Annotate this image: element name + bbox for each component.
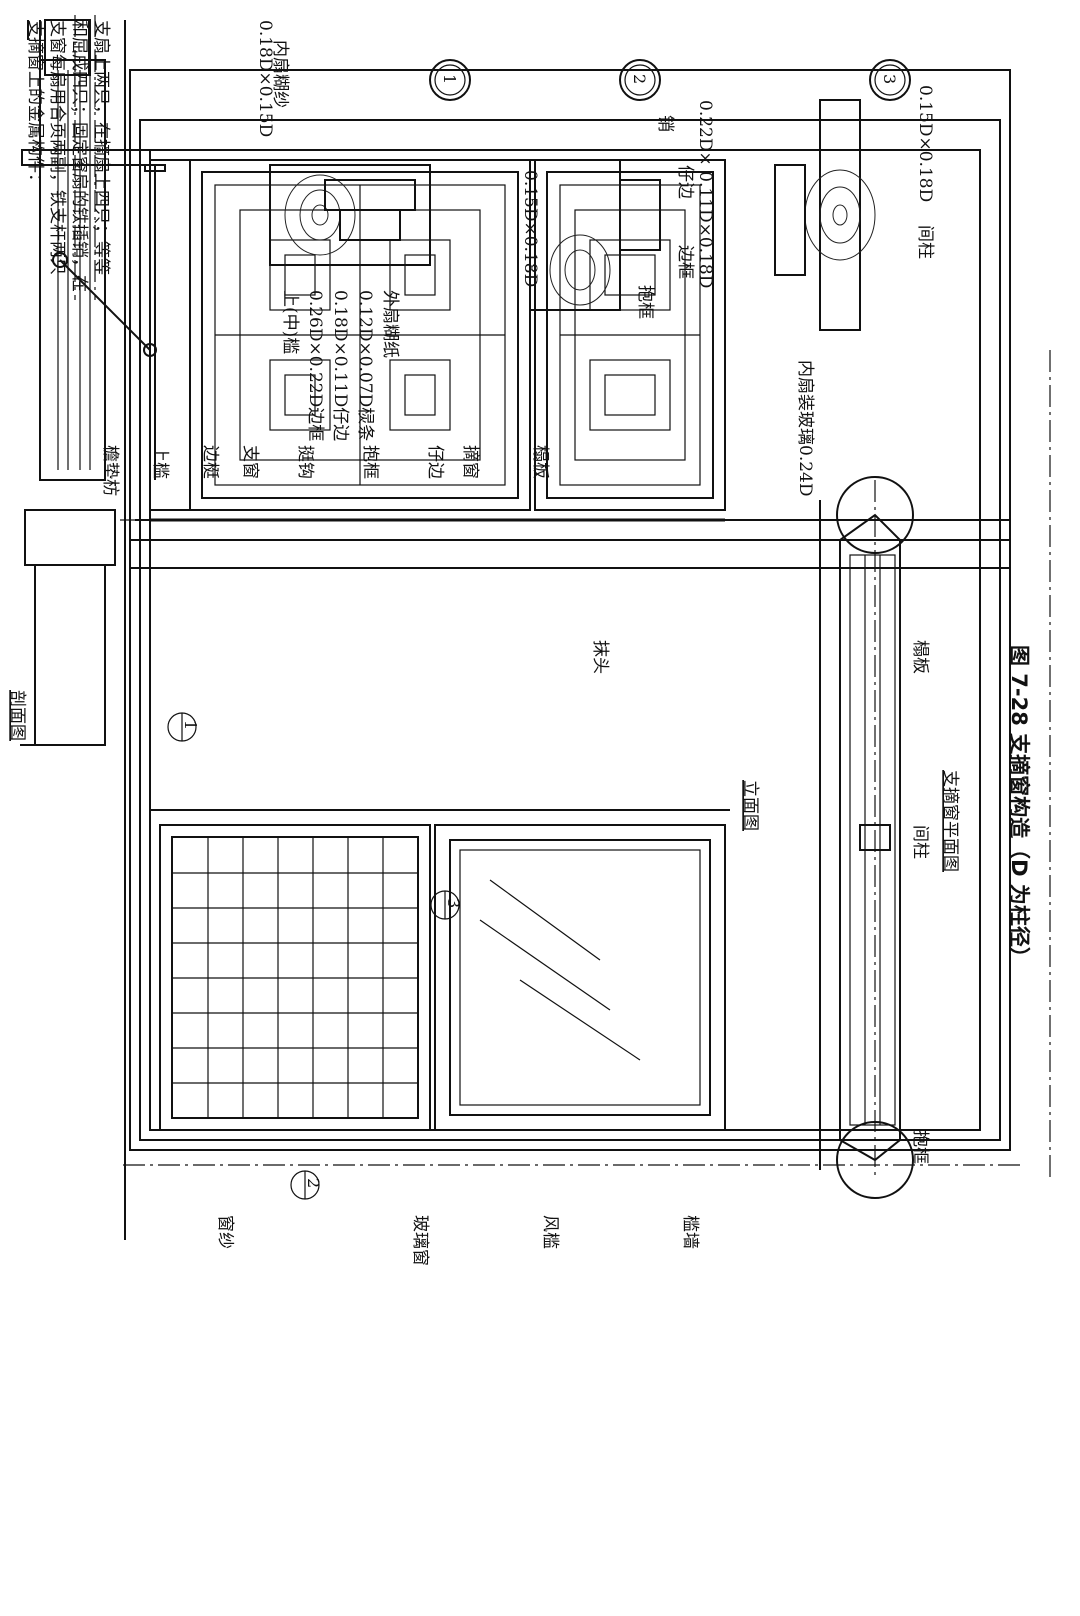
label-bianting: 边梃	[200, 445, 220, 479]
label-zhichuang: 支窗	[240, 445, 260, 479]
upper-pane-right	[149, 159, 191, 511]
plan-label-taban: 榻板	[910, 640, 930, 674]
section-marker-1: 1	[167, 712, 200, 742]
label-taban: 榻板	[530, 445, 550, 479]
plan-title: 支摘窗平面图	[940, 770, 960, 872]
label-shangkan: 上槛	[150, 445, 170, 479]
detail-2-l4: 0.22D× 0.11D×0.18D	[695, 100, 715, 288]
section-marker-2: 2	[290, 1170, 323, 1200]
detail-3-l2: 内扇装玻璃0.24D	[795, 360, 815, 496]
detail-3-l0: 0.15D×0.18D	[915, 85, 935, 202]
label-chuangsha: 窗纱	[215, 1215, 235, 1249]
figure-caption: 图 7-28 支摘窗构造（D 为柱径）	[1007, 645, 1031, 968]
detail-3-l1: 间柱	[915, 225, 935, 259]
label-zibian: 仔边	[425, 445, 445, 479]
label-bolichuang: 玻璃窗	[410, 1215, 430, 1266]
section-title: 剖面图	[7, 690, 27, 741]
label-kanqiang: 槛墙	[680, 1215, 700, 1249]
detail-1-l1: 内扇糊纱	[270, 40, 290, 108]
detail-2-l1: 0.15D×0.18D	[520, 170, 540, 287]
note-line-1: 支摘窗上的金属构件：	[25, 20, 45, 190]
plan-label-baokuang: 抱框	[910, 1130, 930, 1164]
label-fengkan: 风槛	[540, 1215, 560, 1249]
note-line-4: 支扇上两只，在摘扇上四只；等等	[91, 20, 111, 275]
detail-2-l2: 仔边	[675, 165, 695, 199]
detail-1-l4: 0.18D×0.11D仔边	[330, 290, 350, 441]
upper-pane-lower	[534, 159, 726, 511]
detail-1-l0: 0.18D×0.15D	[255, 20, 275, 137]
detail-1-l6: 外扇糊纸	[380, 290, 400, 358]
svg-text:3: 3	[444, 898, 463, 908]
detail-1-l5: 0.12D×0.07D棂条	[355, 290, 375, 441]
detail-2-l5: 抱框	[635, 285, 655, 319]
elevation-title: 立面图	[740, 780, 760, 831]
section-marker-3: 3	[430, 890, 463, 920]
label-baokuang: 抱框	[360, 445, 380, 479]
label-motou: 抹头	[590, 640, 610, 674]
label-tinggou: 挺钩	[295, 445, 315, 479]
svg-text:2: 2	[304, 1178, 323, 1188]
detail-3: 3 0.15D×0.18D 间柱 内扇装玻璃0.24D	[774, 59, 935, 496]
elevation-top-labels: 檐垫枋 上槛 边梃 支窗 挺钩 抱框 仔边 摘窗 榻板	[100, 445, 550, 496]
detail-1-l2: 上(中)槛	[280, 290, 300, 354]
plan-label-jianzhu: 间柱	[910, 825, 930, 859]
detail-2: 2 销 0.15D×0.18D 仔边 边框 0.22D× 0.11D×0.18D…	[520, 59, 715, 319]
detail-2-l3: 边框	[675, 245, 695, 279]
label-yandianfang: 檐垫枋	[100, 445, 120, 496]
detail-1: 1 0.18D×0.15D 内扇糊纱 上(中)槛 0.26D×0.22D边框 0…	[255, 20, 471, 441]
label-zhaichuang: 摘窗	[460, 445, 480, 479]
elevation-bottom-labels: 窗纱 玻璃窗 风槛 槛墙	[215, 1215, 700, 1266]
glass-pane	[434, 824, 726, 1131]
detail-2-marker: 2	[630, 74, 649, 84]
detail-2-l0: 销	[655, 115, 675, 132]
elevation-view: 1 2 3 立面图 檐垫枋 上槛 边梃 支窗 挺钩 抱框 仔边 摘窗	[88, 19, 1051, 1266]
detail-3-marker: 3	[880, 74, 899, 84]
svg-text:1: 1	[181, 720, 200, 730]
note-line-3: 和屈戌四只；固定窗扇的铁插销，在	[69, 20, 89, 292]
detail-1-l3: 0.26D×0.22D边框	[305, 290, 325, 441]
plan-view: 榻板 间柱 抱框 支摘窗平面图	[819, 476, 960, 1199]
screen-pane	[159, 824, 431, 1131]
detail-1-marker: 1	[440, 74, 459, 84]
section-view: 剖面图	[7, 15, 166, 746]
notes-block: 支摘窗上的金属构件： 支窗每扇用合页两副，铁支杆两只 和屈戌四只；固定窗扇的铁插…	[25, 20, 111, 292]
note-line-2: 支窗每扇用合页两副，铁支杆两只	[47, 20, 67, 275]
